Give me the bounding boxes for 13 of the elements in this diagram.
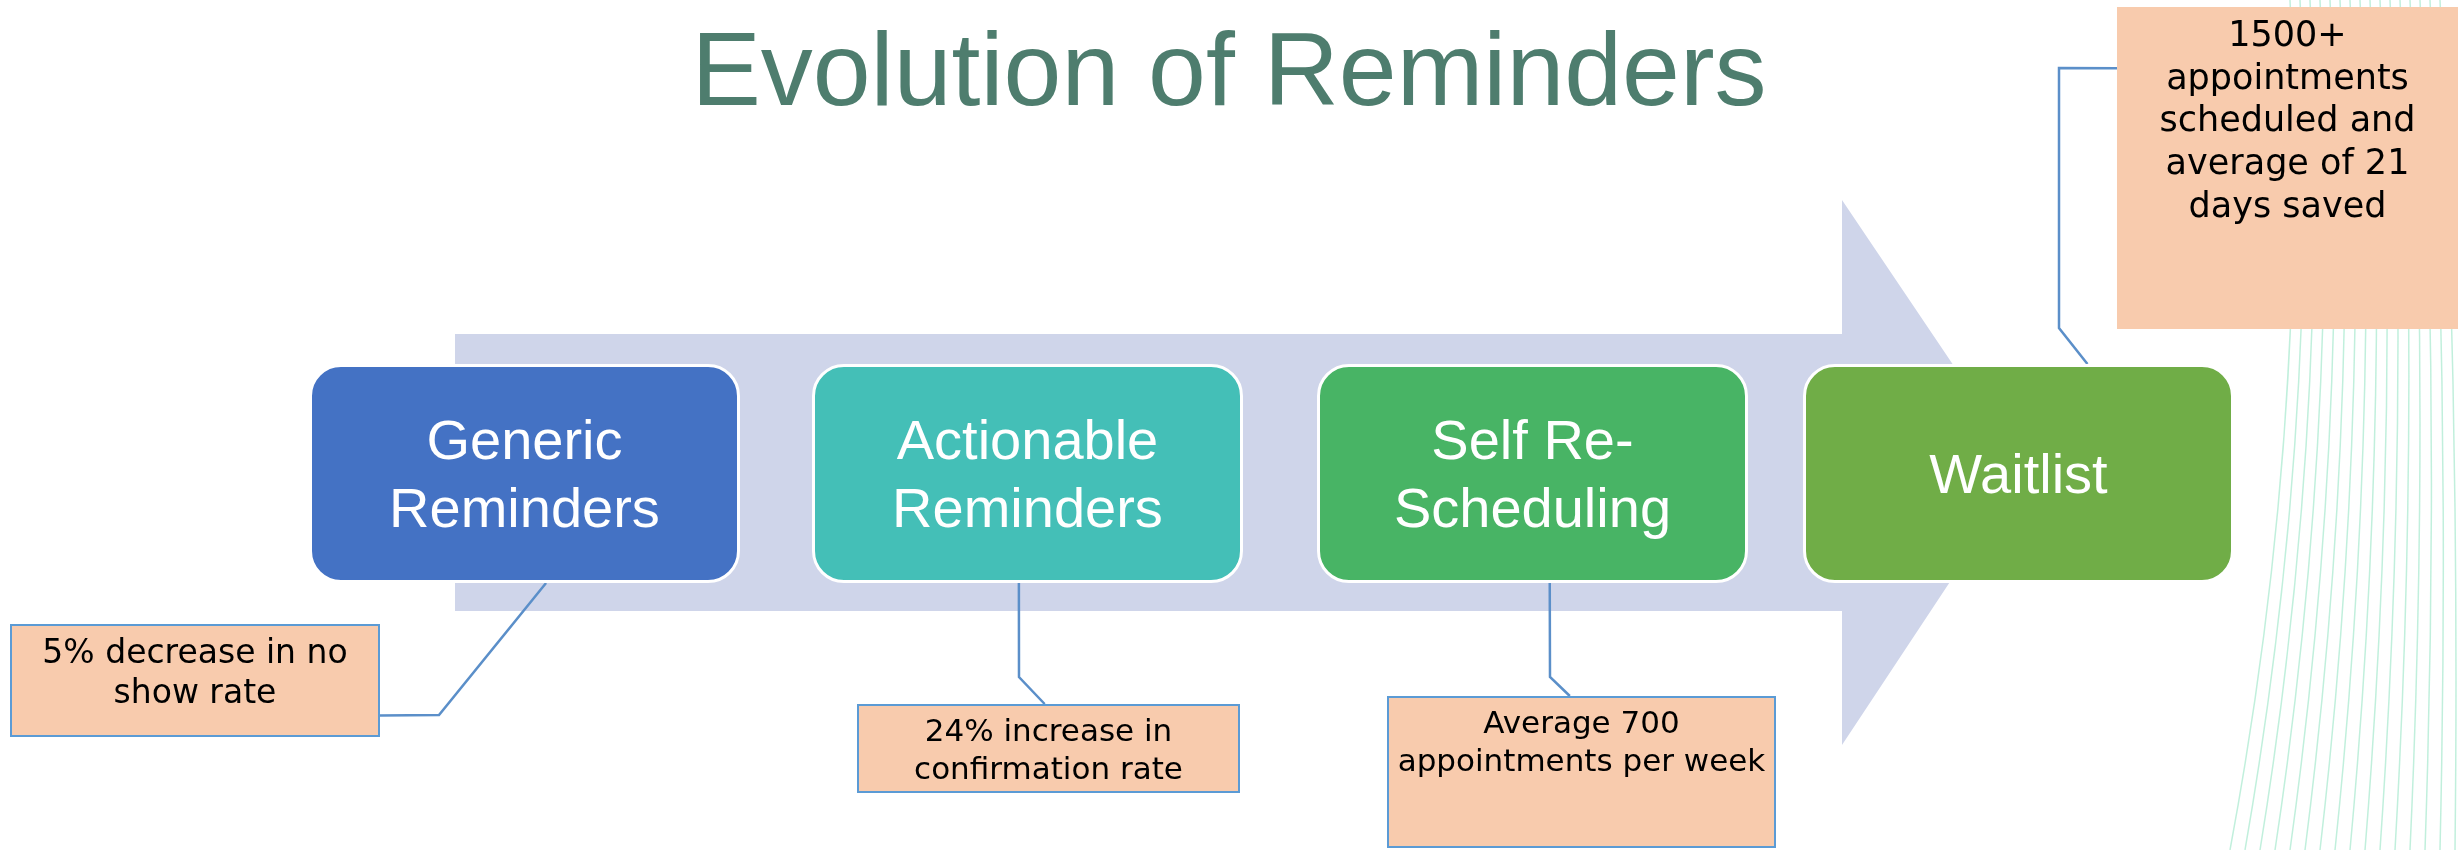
callout-box: Average 700 appointments per week	[1387, 696, 1776, 848]
leader-line	[2057, 66, 2117, 365]
title: Evolution of Reminders	[691, 12, 1767, 127]
callout-box: 24% increase in confirmation rate	[857, 704, 1240, 793]
process-box: Waitlist	[1803, 364, 2234, 583]
callout-box: 5% decrease in no show rate	[10, 624, 380, 737]
leader-line	[380, 582, 548, 717]
process-box: Generic Reminders	[309, 364, 740, 583]
leader-line	[1017, 583, 1046, 705]
process-box: Actionable Reminders	[812, 364, 1243, 583]
leader-line	[1548, 583, 1571, 697]
process-box: Self Re-Scheduling	[1317, 364, 1748, 583]
callout-box: 1500+ appointments scheduled and average of 21 days saved	[2117, 7, 2458, 329]
